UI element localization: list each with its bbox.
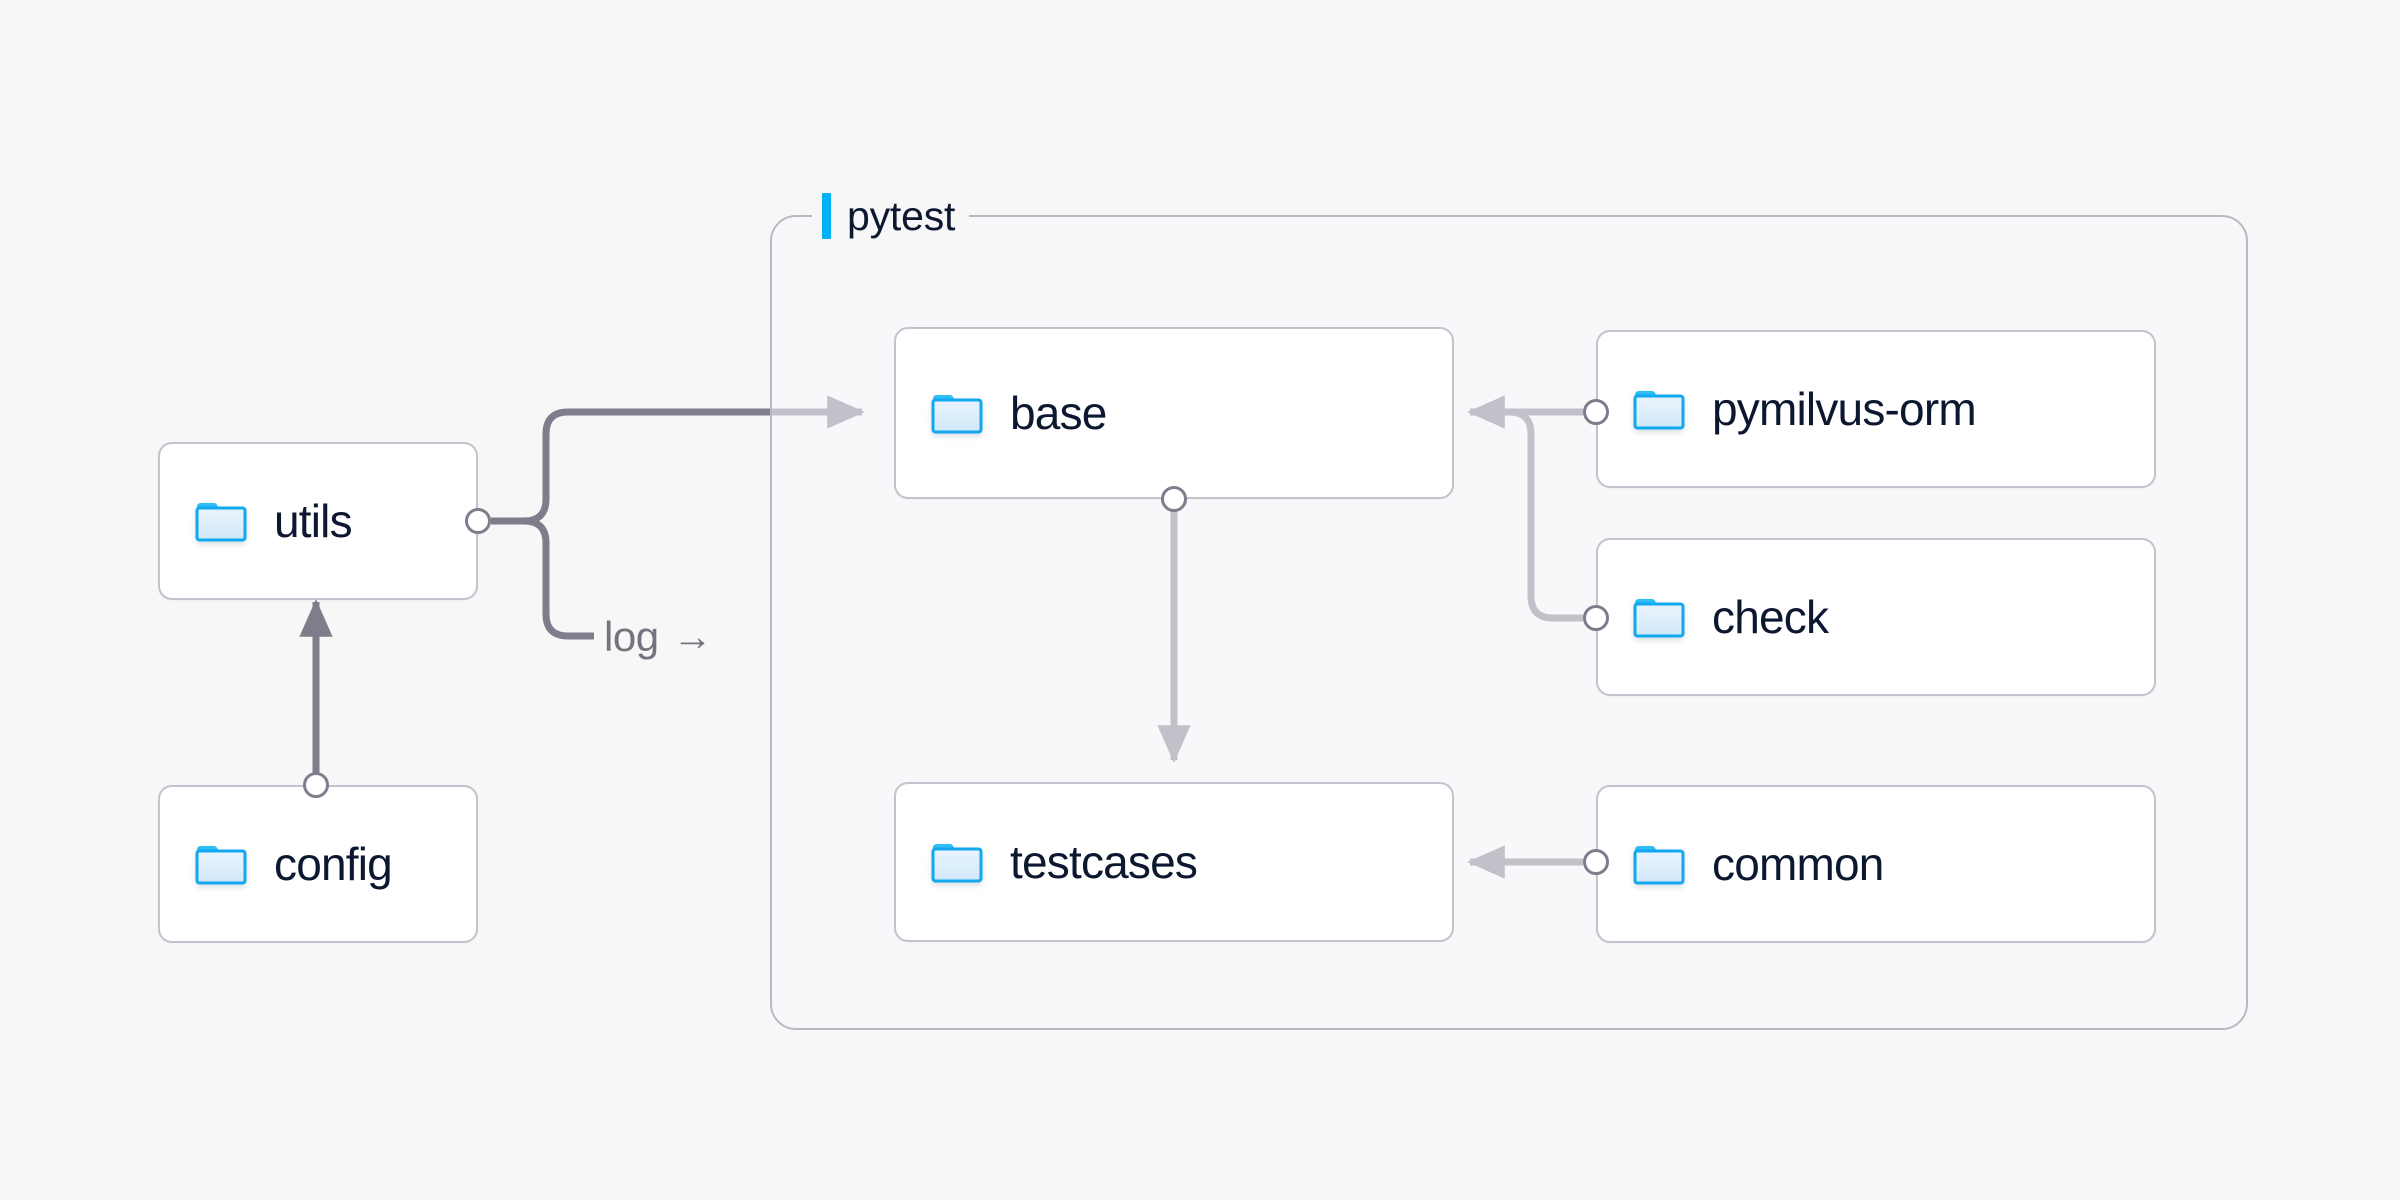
node-pymilvus-orm[interactable]: pymilvus-orm [1596,330,2156,488]
port-pymilvus-orm-left[interactable] [1583,399,1609,425]
node-base-content: base [896,390,1107,436]
node-testcases-label: testcases [1010,836,1198,888]
node-check-content: check [1598,591,1829,643]
node-base[interactable]: base [894,327,1454,499]
node-pymilvus-orm-content: pymilvus-orm [1598,383,1977,435]
node-check-label: check [1712,591,1829,643]
node-config-label: config [274,838,393,890]
port-utils-right[interactable] [465,508,491,534]
node-utils[interactable]: utils [158,442,478,600]
edge-label-log-text: log [604,613,659,660]
folder-icon [195,503,247,542]
node-utils-content: utils [160,495,353,547]
node-testcases[interactable]: testcases [894,782,1454,942]
arrow-right-icon: → [672,615,713,659]
group-pytest-label-text: pytest [847,192,956,239]
node-base-label: base [1010,387,1107,439]
node-testcases-content: testcases [896,836,1198,888]
node-check[interactable]: check [1596,538,2156,696]
port-config-top[interactable] [303,772,329,798]
port-check-left[interactable] [1583,605,1609,631]
node-common-content: common [1598,841,1884,887]
edge-label-log: log → [594,608,723,666]
node-common-label: common [1712,838,1884,890]
group-pytest-label: pytest [812,188,970,244]
node-config[interactable]: config [158,785,478,943]
folder-icon [1633,846,1685,885]
group-accent-bar [822,193,831,239]
folder-icon [931,844,983,883]
node-common[interactable]: common [1596,785,2156,943]
node-pymilvus-orm-label: pymilvus-orm [1712,383,1977,435]
node-utils-label: utils [274,495,353,547]
node-config-content: config [160,838,393,890]
folder-icon [195,846,247,885]
port-common-left[interactable] [1583,849,1609,875]
folder-icon [931,395,983,434]
port-base-bottom[interactable] [1161,486,1187,512]
folder-icon [1633,391,1685,430]
folder-icon [1633,599,1685,638]
